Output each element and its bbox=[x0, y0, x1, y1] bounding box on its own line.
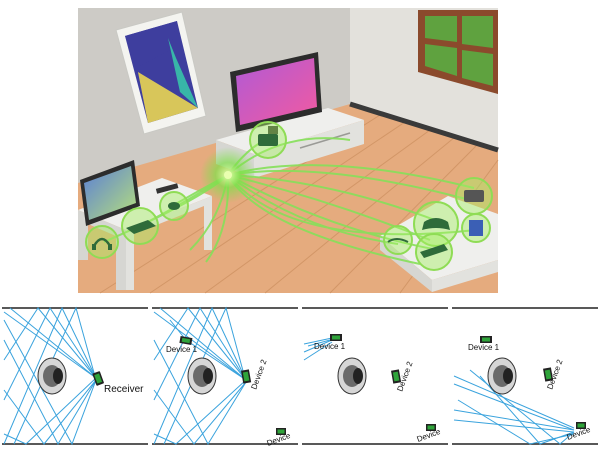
window bbox=[418, 10, 498, 94]
television bbox=[230, 52, 322, 134]
reflection-rays bbox=[303, 337, 333, 361]
device-1-label: Device 1 bbox=[166, 345, 198, 354]
device-icons bbox=[92, 134, 484, 258]
device-1-label: Device 1 bbox=[314, 342, 346, 351]
person-top-view bbox=[37, 357, 67, 395]
panel-receiver: Receiver bbox=[2, 306, 148, 446]
device-2-label: Device 2 bbox=[249, 358, 268, 391]
person-top-view bbox=[337, 357, 367, 395]
wall-painting bbox=[115, 11, 207, 135]
reflection-rays bbox=[3, 306, 97, 446]
person-top-view bbox=[187, 357, 217, 395]
baseboard bbox=[349, 101, 499, 153]
room-scene bbox=[78, 8, 499, 294]
reflection-rays bbox=[453, 369, 575, 445]
device-1-label: Device 1 bbox=[468, 343, 500, 352]
remote bbox=[155, 183, 179, 194]
computer-monitor bbox=[80, 160, 140, 226]
panel-device-1-only: Device 1 Device 2 Device bbox=[302, 307, 448, 445]
person-top-view bbox=[487, 357, 517, 395]
receiver-label: Receiver bbox=[104, 384, 144, 395]
panel-three-devices: Device 1 Device 2 Device bbox=[152, 306, 298, 448]
headphones-bubble bbox=[85, 225, 119, 259]
reflection-rays bbox=[153, 306, 247, 446]
panel-device-3-rays: Device 1 Device 2 Device bbox=[452, 307, 598, 445]
